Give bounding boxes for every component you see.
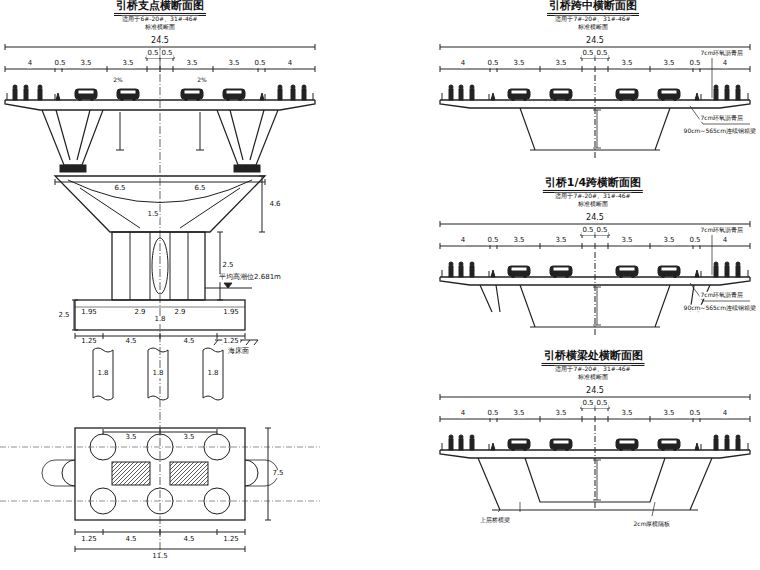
dimension-label: 3.5 (227, 60, 240, 68)
dimension-label: 0.5 (486, 60, 499, 68)
dimension-label: 1.8 (151, 370, 164, 378)
section-title: 引桥跨中横断面图 (547, 0, 639, 16)
dimension-label: 2% (196, 77, 208, 84)
dimension-label: 0.5 (688, 237, 701, 245)
dimension-label: 3.5 (512, 410, 525, 418)
dimension-label: 4.5 (124, 338, 137, 346)
annotation: 适用于7#-20#、31#-46# (554, 193, 631, 200)
dimension-label: 0.5 (688, 410, 701, 418)
dimension-label: 4 (460, 60, 466, 68)
dimension-label: 4 (722, 237, 728, 245)
dimension-label: 4 (27, 60, 33, 68)
dimension-label: 3.5 (512, 237, 525, 245)
annotation: 标准横断面 (144, 24, 176, 31)
dimension-label: 1.25 (80, 338, 98, 346)
dimension-label: 4.6 (268, 201, 281, 209)
dimension-label: 0.5 (146, 50, 159, 58)
dimension-label: 1.95 (80, 309, 98, 317)
dimension-label: 3.5 (185, 60, 198, 68)
dimension-label: 6.5 (113, 185, 126, 193)
dimension-label: 0.5 (253, 60, 266, 68)
dimension-label: 11.5 (151, 553, 169, 561)
dimension-label: 4 (460, 410, 466, 418)
dimension-label: 0.5 (160, 50, 173, 58)
dimension-label: 24.5 (585, 37, 605, 46)
dimension-label: 3.5 (124, 434, 137, 442)
annotation: 适用于6#-20#、31#-46# (121, 16, 198, 23)
dimension-label: 3.5 (662, 60, 675, 68)
annotation: 7cm环氧沥青层 (700, 292, 745, 299)
annotation: 标准横断面 (577, 374, 609, 381)
annotation: 90cm~565cm连续钢箱梁 (683, 305, 757, 312)
dimension-label: 3.5 (662, 410, 675, 418)
dimension-label: 4 (722, 410, 728, 418)
section-title: 引桥支点横断面图 (114, 0, 206, 16)
dimension-label: 2.5 (57, 312, 70, 320)
dimension-label: 0.5 (581, 50, 594, 58)
dimension-label: 3.5 (512, 60, 525, 68)
dimension-label: 0.5 (581, 400, 594, 408)
dimension-label: 3.5 (620, 60, 633, 68)
dimension-label: 0.5 (581, 227, 594, 235)
annotation: 2cm厚横隔板 (633, 521, 672, 528)
dimension-label: 3.5 (554, 60, 567, 68)
dimension-label: 24.5 (585, 214, 605, 223)
annotation: 海床面 (227, 348, 250, 356)
annotation: 90cm~565cm连续钢箱梁 (683, 128, 757, 135)
dimension-label: 1.25 (80, 536, 98, 544)
dimension-label: 2.5 (221, 262, 234, 270)
dimension-label: 4.5 (124, 536, 137, 544)
dimension-label: 4.5 (182, 338, 195, 346)
annotation: 标准横断面 (577, 24, 609, 31)
annotation: 适用于7#-20#、31#-46# (554, 366, 631, 373)
dimension-label: 0.5 (688, 60, 701, 68)
dimension-label: 0.5 (486, 237, 499, 245)
annotation: 标准横断面 (577, 201, 609, 208)
dimension-label: 6.5 (193, 185, 206, 193)
dimension-label: 0.5 (486, 410, 499, 418)
dimension-label: 24.5 (585, 387, 605, 396)
dimension-label: 2.9 (173, 309, 186, 317)
section-title: 引桥1/4跨横断面图 (543, 177, 643, 193)
dimension-label: 0.5 (595, 227, 608, 235)
dimension-label: 2.9 (133, 309, 146, 317)
dimension-label: 1.8 (153, 316, 166, 324)
dimension-label: 3.5 (121, 60, 134, 68)
dimension-label: 3.5 (554, 237, 567, 245)
dimension-label: 3.5 (662, 237, 675, 245)
dimension-label: 4 (722, 60, 728, 68)
dimension-label: 1.5 (146, 211, 159, 219)
dimension-label: 3.5 (182, 434, 195, 442)
annotation: 7cm环氧沥青层 (700, 115, 745, 122)
annotation: 上层桥横梁 (479, 517, 511, 524)
dimension-label: 0.5 (53, 60, 66, 68)
annotation: 7cm环氧沥青层 (700, 50, 745, 57)
dimension-label: 4 (460, 237, 466, 245)
dimension-label: 4.5 (182, 536, 195, 544)
dimension-label: 3.5 (620, 237, 633, 245)
dimension-label: 3.5 (620, 410, 633, 418)
dimension-label: 0.5 (595, 50, 608, 58)
dimension-label: 0.5 (595, 400, 608, 408)
dimension-label: 24.5 (150, 37, 170, 46)
dimension-label: 2% (112, 77, 124, 84)
annotation: 7cm环氧沥青层 (700, 227, 745, 234)
dimension-label: 1.8 (206, 370, 219, 378)
dimension-label: 7.5 (271, 470, 284, 478)
section-title: 引桥横梁处横断面图 (542, 350, 645, 366)
dimension-label: 3.5 (79, 60, 92, 68)
dimension-label: 4 (287, 60, 293, 68)
annotation: 适用于7#-20#、31#-46# (554, 16, 631, 23)
dimension-label: 1.8 (96, 370, 109, 378)
dimension-label: 3.5 (554, 410, 567, 418)
dimension-label: 1.25 (222, 536, 240, 544)
dimension-label: 1.95 (222, 309, 240, 317)
annotation: 平均高潮位2.681m (218, 274, 282, 282)
dimension-label: 1.25 (222, 338, 240, 346)
